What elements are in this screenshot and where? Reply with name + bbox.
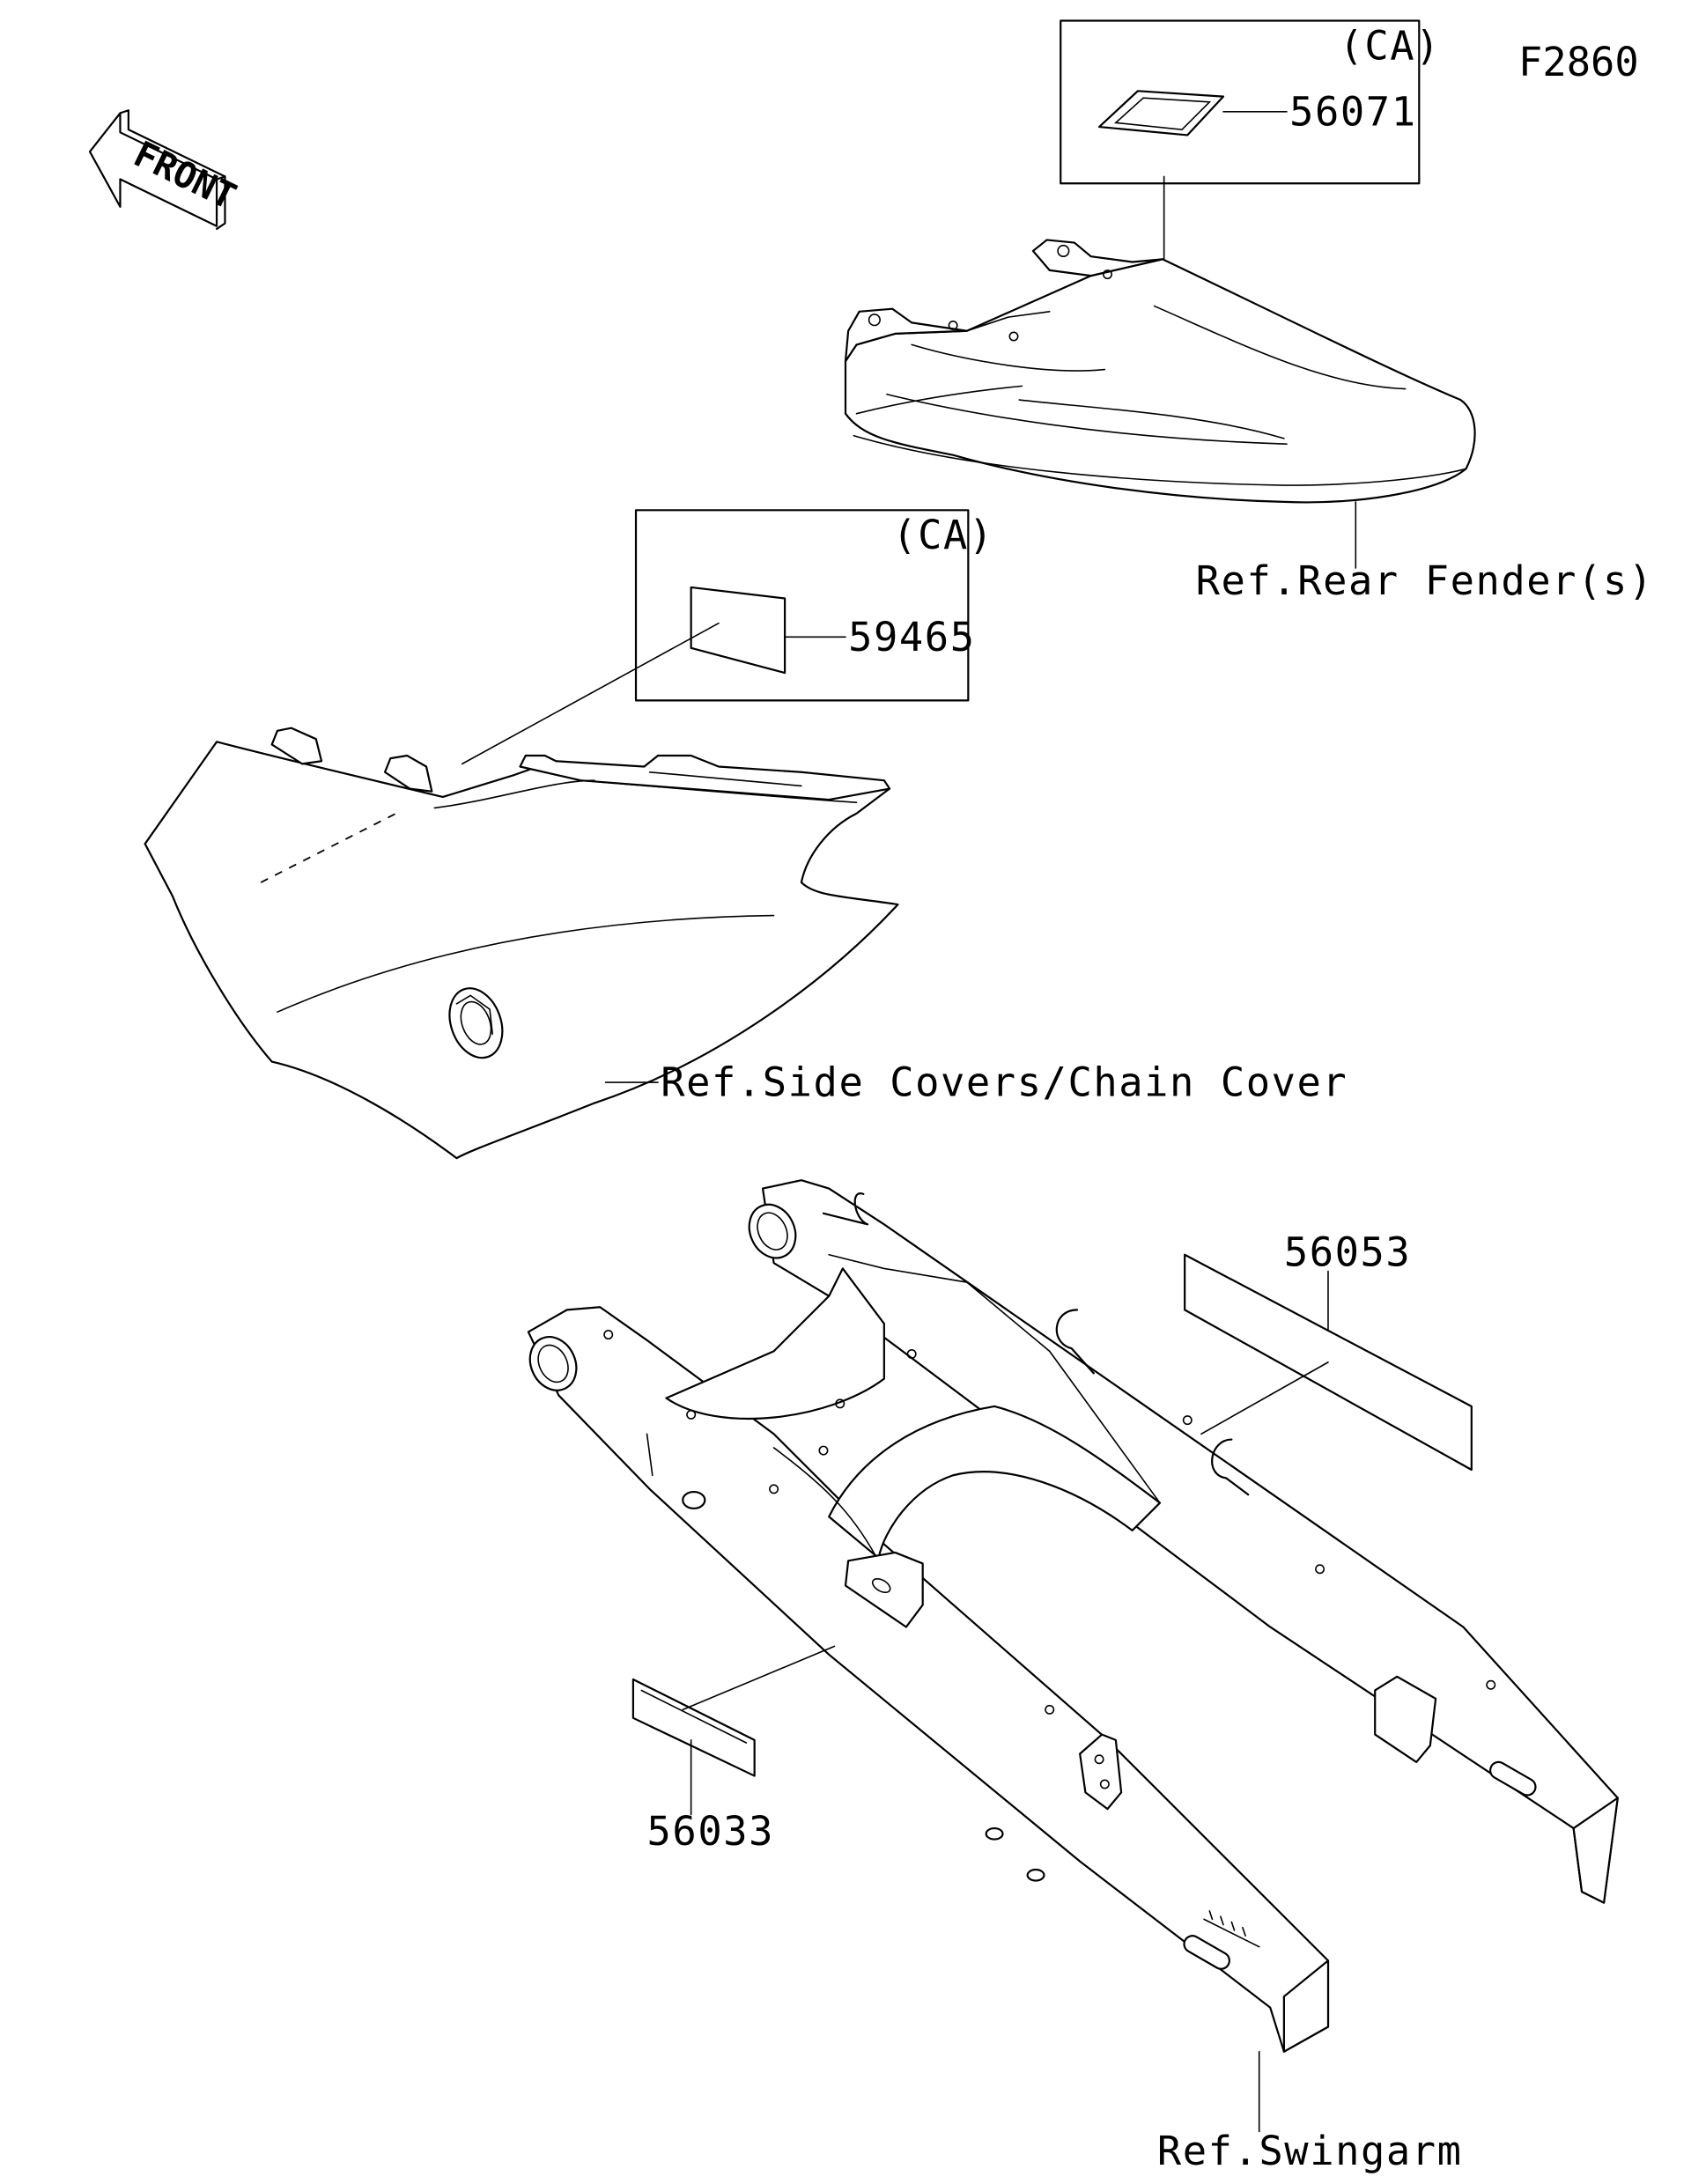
part-number-56071: 56071 bbox=[1289, 88, 1416, 135]
swingarm bbox=[521, 1180, 1618, 2051]
side-cover bbox=[145, 728, 898, 1158]
inset-box-59465: (CA) 59465 bbox=[636, 510, 994, 700]
variant-label-56071: (CA) bbox=[1340, 22, 1442, 69]
part-number-59465: 59465 bbox=[848, 614, 975, 660]
decal-56033: 56033 bbox=[633, 1646, 835, 1855]
variant-label-59465: (CA) bbox=[892, 512, 994, 558]
decal-59465 bbox=[691, 587, 785, 673]
ref-side-covers: Ref.Side Covers/Chain Cover bbox=[661, 1059, 1348, 1106]
ref-rear-fender: Ref.Rear Fender(s) bbox=[1196, 557, 1654, 604]
figure-code: F2860 bbox=[1518, 39, 1639, 85]
part-number-56033: 56033 bbox=[647, 1808, 774, 1855]
decal-56053: 56053 bbox=[1185, 1228, 1472, 1470]
ref-swingarm: Ref.Swingarm bbox=[1157, 2128, 1463, 2174]
rear-fender bbox=[846, 240, 1475, 502]
front-arrow-icon: FRONT bbox=[90, 110, 243, 229]
part-number-56053: 56053 bbox=[1284, 1228, 1411, 1275]
decal-56071 bbox=[1099, 91, 1223, 135]
inset-box-56071: (CA) 56071 bbox=[1060, 20, 1442, 183]
